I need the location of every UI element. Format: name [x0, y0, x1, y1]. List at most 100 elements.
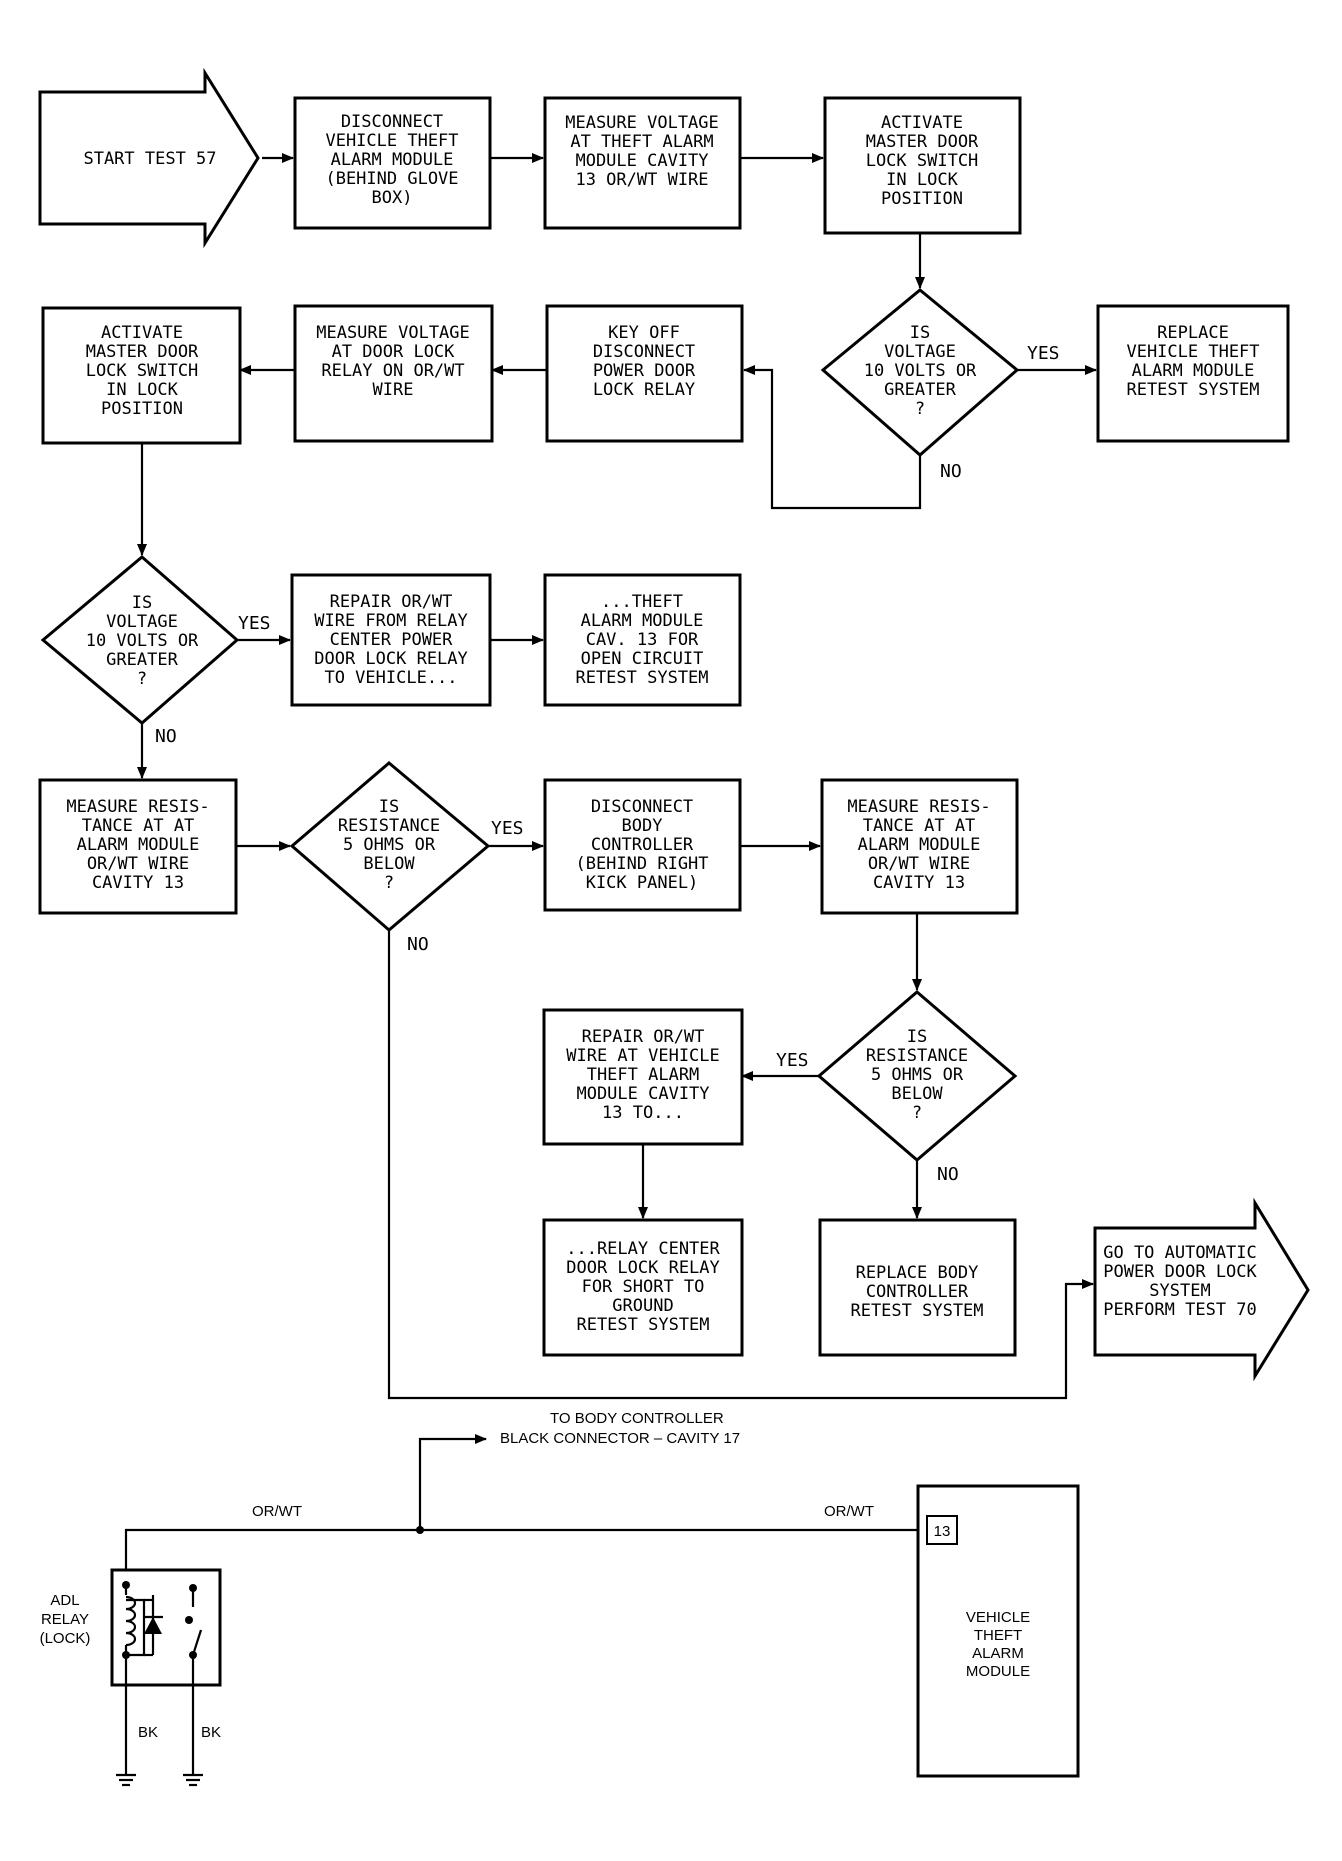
label-line: DISCONNECT — [593, 342, 695, 362]
label-line: OR/WT WIRE — [868, 854, 970, 874]
decision-voltage-1-diamond — [820, 288, 1020, 457]
cavity-13-terminal — [926, 1515, 958, 1545]
ground-color-left: BK — [138, 1724, 158, 1741]
label-line: ALARM MODULE — [1132, 361, 1255, 381]
repair-wire-1-cont-box — [543, 573, 742, 707]
label-line: 5 OHMS OR — [343, 835, 436, 855]
relay-label: ADL RELAY (LOCK) — [40, 1592, 91, 1647]
label-line: BELOW — [891, 1084, 943, 1104]
label-line: IN LOCK — [106, 380, 178, 400]
label-line: IS — [379, 797, 399, 817]
label-line: WIRE — [373, 380, 414, 400]
label-line: ALARM MODULE — [581, 611, 704, 631]
label-line: ? — [137, 669, 147, 689]
label-line: BODY — [622, 816, 663, 836]
label-line: RETEST SYSTEM — [850, 1301, 983, 1321]
measure-voltage-vta-box — [543, 96, 742, 230]
black-connector-label: BLACK CONNECTOR – CAVITY 17 — [500, 1430, 740, 1447]
label-line: LOCK SWITCH — [86, 361, 199, 381]
label-line: FOR SHORT TO — [582, 1277, 705, 1297]
label-line: MASTER DOOR — [866, 132, 979, 152]
wire-to-body-controller — [418, 1434, 487, 1530]
label-line: START TEST 57 — [83, 149, 216, 169]
no-label: NO — [937, 1164, 959, 1185]
label-line: ? — [915, 399, 925, 419]
label-line: ACTIVATE — [101, 323, 183, 343]
no-label: NO — [155, 726, 177, 747]
shapes — [38, 67, 1310, 1382]
label-line: TANCE AT AT — [863, 816, 976, 836]
label-line: AT DOOR LOCK — [332, 342, 456, 362]
label-line: IS — [910, 323, 930, 343]
activate-switch-1-box — [823, 96, 1022, 235]
label-line: DISCONNECT — [341, 112, 443, 132]
label-line: MODULE CAVITY — [576, 1084, 709, 1104]
label-line: RETEST SYSTEM — [1126, 380, 1259, 400]
label-line: BELOW — [363, 854, 415, 874]
yes-label: YES — [491, 818, 524, 839]
label-line: WIRE AT VEHICLE — [566, 1046, 720, 1066]
no-label: NO — [940, 461, 962, 482]
label-line: 13 TO... — [602, 1103, 684, 1123]
label-line: CAV. 13 FOR — [586, 630, 699, 650]
ground-color-right: BK — [201, 1724, 221, 1741]
label-line: VOLTAGE — [884, 342, 956, 362]
relay-coil-icon — [122, 1581, 146, 1659]
goto-test70-arrow-shape — [1093, 1197, 1310, 1382]
label-line: REPLACE — [1157, 323, 1229, 343]
label-line: DOOR LOCK RELAY — [314, 649, 468, 669]
disconnect-body-box — [543, 778, 742, 912]
start-arrow-shape — [38, 67, 260, 249]
label-line: POWER DOOR — [593, 361, 696, 381]
disconnect-vta-box — [293, 96, 492, 230]
label-line: (LOCK) — [40, 1630, 91, 1647]
label-line: TANCE AT AT — [82, 816, 195, 836]
label-line: BOX) — [372, 188, 413, 208]
label-line: WIRE FROM RELAY — [314, 611, 468, 631]
label-line: CONTROLLER — [591, 835, 694, 855]
label-line: IS — [132, 593, 152, 613]
label-line: RELAY — [41, 1611, 89, 1628]
measure-resistance-2-box — [820, 778, 1019, 915]
cavity-number: 13 — [934, 1523, 951, 1540]
label-line: THEFT ALARM — [587, 1065, 700, 1085]
activate-switch-2-box — [41, 306, 242, 445]
label-line: VEHICLE THEFT — [325, 131, 458, 151]
label-line: (BEHIND GLOVE — [325, 169, 458, 189]
label-line: MEASURE VOLTAGE — [316, 323, 470, 343]
label-line: ...THEFT — [601, 592, 683, 612]
label-line: ALARM — [972, 1645, 1024, 1662]
branch-labels: YES NO YES NO YES NO YES NO — [155, 343, 1060, 1185]
label-line: MASTER DOOR — [86, 342, 199, 362]
label-line: REPAIR OR/WT — [330, 592, 453, 612]
label-line: VOLTAGE — [106, 612, 178, 632]
label-line: POSITION — [881, 189, 963, 209]
label-line: GO TO AUTOMATIC — [1103, 1243, 1257, 1263]
label-line: DOOR LOCK RELAY — [566, 1258, 720, 1278]
replace-vta-box — [1096, 304, 1290, 443]
label-line: ALARM MODULE — [331, 150, 454, 170]
label-line: DISCONNECT — [591, 797, 693, 817]
wire-color-label-left: OR/WT — [252, 1503, 302, 1520]
label-line: THEFT — [974, 1627, 1022, 1644]
label-line: ADL — [50, 1592, 79, 1609]
arrow-decision3-no — [387, 930, 1094, 1400]
relay-switch-icon — [185, 1584, 203, 1685]
no-label: NO — [407, 934, 429, 955]
label-line: SYSTEM — [1149, 1281, 1210, 1301]
label-line: LOCK SWITCH — [866, 151, 979, 171]
label-line: MEASURE RESIS- — [847, 797, 990, 817]
decision-resistance-1-diamond — [289, 761, 491, 932]
label-line: CAVITY 13 — [873, 873, 965, 893]
yes-label: YES — [776, 1050, 809, 1071]
label-line: ? — [384, 873, 394, 893]
